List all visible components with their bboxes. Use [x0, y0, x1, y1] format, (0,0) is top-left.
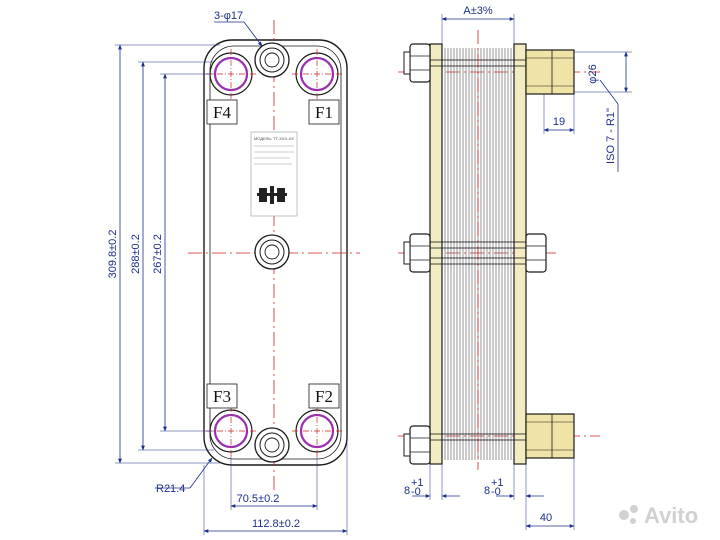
dim-plate-left: 8: [404, 485, 410, 497]
bolt-middle: [254, 234, 290, 270]
nut-left-bottom: [403, 425, 431, 465]
dim-plate-right-tol-lower: -0: [491, 486, 501, 498]
front-view: F4 F1 F3 F2 МОДЕЛЬ: TT-XXX-XX: [188, 20, 360, 490]
end-plate-left: [429, 43, 443, 465]
side-view: [398, 30, 600, 470]
plate-stack: [444, 30, 512, 470]
logo-icon: [257, 186, 287, 204]
nut-left-middle: [403, 233, 431, 273]
dim-stack-thickness: A±3%: [463, 5, 492, 17]
port-f2-circle: [292, 406, 342, 456]
dim-plate-left-tol-upper: +1: [411, 477, 424, 489]
dim-connection-diameter: φ26: [587, 64, 599, 83]
port-f1-circle: [292, 49, 342, 99]
nameplate: МОДЕЛЬ: TT-XXX-XX: [250, 131, 298, 217]
bolt-bottom: [254, 427, 290, 463]
dim-thread-standard: ISO 7 - R1": [605, 108, 617, 164]
bolt-top: [254, 42, 290, 78]
side-dimensions: A±3% φ26 19 ISO 7 - R1" 8 +1 -0 8 +1 -0: [404, 5, 632, 530]
dim-radius: R21.4: [156, 483, 185, 495]
dim-width-ports: 70.5±0.2: [237, 493, 280, 505]
end-plate-right: [513, 43, 527, 465]
front-dimensions: 3-φ17 309.8±0.2 288±0.2 267±0.2 R21.4 70…: [107, 10, 348, 535]
nut-right-middle: [525, 233, 547, 273]
watermark-text: Avito: [644, 503, 698, 528]
watermark: Avito: [619, 503, 698, 528]
dim-nozzle-length: 40: [540, 512, 552, 524]
dim-height-total: 309.8±0.2: [107, 230, 119, 279]
port-label-f4: F4: [213, 103, 231, 122]
dim-width-total: 112.8±0.2: [252, 518, 300, 530]
nameplate-text: МОДЕЛЬ: TT-XXX-XX: [254, 136, 294, 141]
dim-plate-right: 8: [484, 485, 490, 497]
port-label-f3: F3: [213, 387, 231, 406]
dim-plate-left-tol-lower: -0: [411, 486, 421, 498]
nut-left-top: [403, 43, 431, 83]
dim-holes-label: 3-φ17: [214, 10, 243, 22]
port-label-f1: F1: [315, 103, 333, 122]
dim-height-ports: 288±0.2: [130, 234, 142, 274]
dim-connection-length: 19: [553, 116, 565, 128]
nozzle-bottom: [525, 413, 575, 459]
dim-plate-right-tol-upper: +1: [491, 477, 504, 489]
dim-height-inner: 267±0.2: [152, 234, 164, 274]
port-label-f2: F2: [315, 387, 333, 406]
nozzle-top: [525, 49, 575, 95]
